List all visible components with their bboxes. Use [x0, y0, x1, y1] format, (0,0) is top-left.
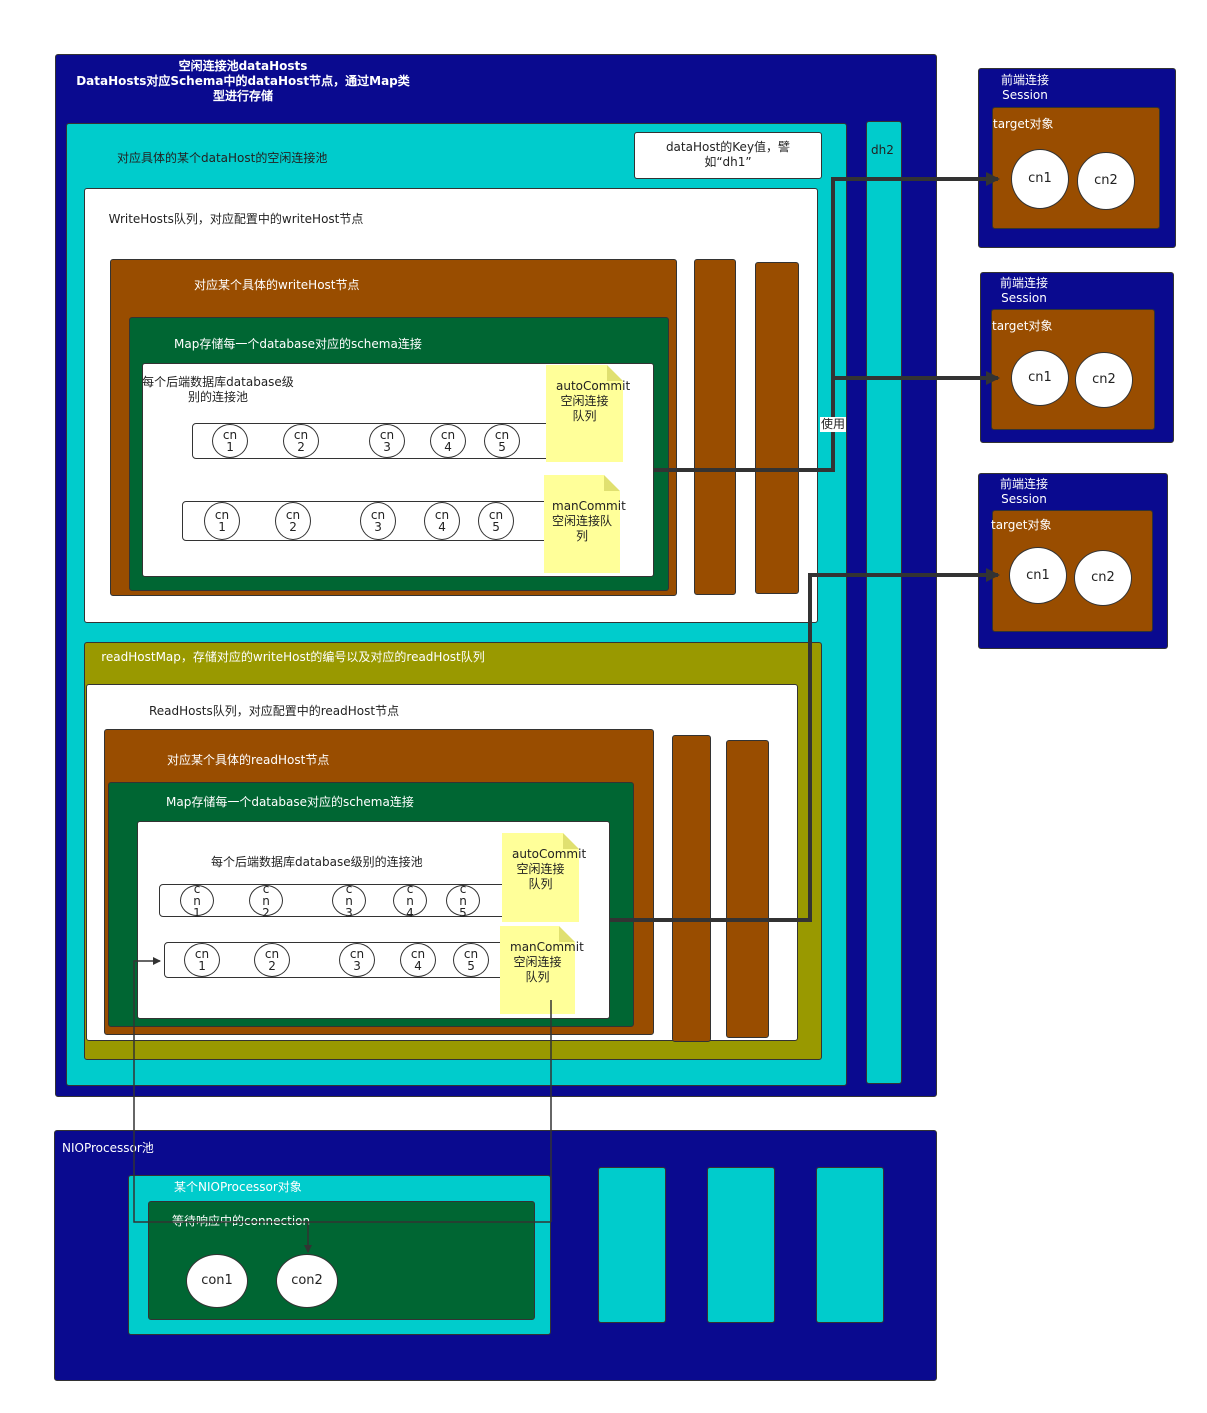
conn-circle[interactable]: cn 4 [400, 943, 436, 977]
readhosts-label: ReadHosts队列，对应配置中的readHost节点 [149, 704, 400, 718]
conn-circle[interactable]: cn 5 [453, 943, 489, 977]
nioprocessor-object-label: 某个NIOProcessor对象 [174, 1180, 302, 1194]
session-conn[interactable]: cn1 [1011, 149, 1069, 209]
session-conn[interactable]: cn2 [1075, 352, 1133, 408]
write-schema-map-label: Map存储每一个database对应的schema连接 [174, 337, 422, 351]
nio-conn[interactable]: con2 [276, 1254, 338, 1308]
read-db-pool-label: 每个后端数据库database级别的连接池 [211, 855, 423, 869]
readhost-node-3 [726, 740, 769, 1038]
session-conn[interactable]: cn1 [1009, 547, 1067, 604]
dh2-label: dh2 [871, 143, 894, 157]
session-title: 前端连接 Session [1000, 73, 1049, 102]
read-auto-note: autoCommit空闲连接队列 [502, 833, 586, 922]
conn-circle[interactable]: cn5 [446, 883, 480, 919]
waiting-connections-label: 等待响应中的connection [172, 1214, 311, 1228]
use-label: 使用 [820, 417, 847, 432]
session-conn[interactable]: cn2 [1077, 152, 1135, 210]
conn-circle[interactable]: cn 4 [430, 424, 466, 458]
conn-circle[interactable]: cn 3 [339, 943, 375, 977]
read-man-note: manCommit空闲连接队列 [500, 926, 584, 1014]
conn-circle[interactable]: cn 2 [283, 424, 319, 458]
pool-title: 空闲连接池dataHosts DataHosts对应Schema中的dataHo… [76, 59, 410, 103]
conn-circle[interactable]: cn2 [249, 883, 283, 919]
conn-circle[interactable]: cn 5 [484, 424, 520, 458]
conn-circle[interactable]: cn 3 [369, 424, 405, 458]
session-title: 前端连接 Session [999, 477, 1048, 506]
write-auto-note: autoCommit空闲连接队列 [546, 365, 630, 462]
writehost-node-2 [694, 259, 736, 595]
datahost-dh2 [866, 121, 902, 1084]
writehost-node-label: 对应某个具体的writeHost节点 [194, 278, 360, 292]
nioprocessor-object-3 [707, 1167, 775, 1323]
conn-circle[interactable]: cn 4 [424, 502, 460, 540]
nioprocessor-object-4 [816, 1167, 884, 1323]
conn-circle[interactable]: cn 2 [275, 502, 311, 540]
nio-conn[interactable]: con1 [186, 1254, 248, 1308]
write-man-note: manCommit空闲连接队列 [544, 475, 626, 573]
key-note: dataHost的Key值，譬如“dh1” [634, 132, 822, 179]
session-conn[interactable]: cn1 [1011, 350, 1069, 406]
writehost-node-3 [755, 262, 799, 594]
conn-circle[interactable]: cn3 [332, 883, 366, 919]
conn-circle[interactable]: cn 1 [184, 943, 220, 977]
conn-circle[interactable]: cn4 [393, 883, 427, 919]
readhost-map-label: readHostMap，存储对应的writeHost的编号以及对应的readHo… [101, 650, 485, 664]
session-conn[interactable]: cn2 [1074, 550, 1132, 606]
write-db-pool-label: 每个后端数据库database级别的连接池 [142, 375, 294, 404]
readhost-node-2 [672, 735, 711, 1042]
dh1-label: 对应具体的某个dataHost的空闲连接池 [117, 151, 328, 165]
target-label: target对象 [993, 117, 1054, 131]
session-title: 前端连接 Session [999, 276, 1048, 305]
writehosts-label: WriteHosts队列，对应配置中的writeHost节点 [108, 212, 364, 226]
nioprocessor-object-2 [598, 1167, 666, 1323]
conn-circle[interactable]: cn 5 [478, 502, 514, 540]
read-schema-map-label: Map存储每一个database对应的schema连接 [166, 795, 414, 809]
target-label: target对象 [991, 518, 1052, 532]
conn-circle[interactable]: cn 1 [204, 502, 240, 540]
readhost-node-label: 对应某个具体的readHost节点 [167, 753, 330, 767]
conn-circle[interactable]: cn 3 [360, 502, 396, 540]
conn-circle[interactable]: cn 2 [254, 943, 290, 977]
conn-circle[interactable]: cn 1 [212, 424, 248, 458]
nioprocessor-pool-label: NIOProcessor池 [62, 1141, 154, 1155]
conn-circle[interactable]: cn1 [180, 883, 214, 919]
target-label: target对象 [992, 319, 1053, 333]
